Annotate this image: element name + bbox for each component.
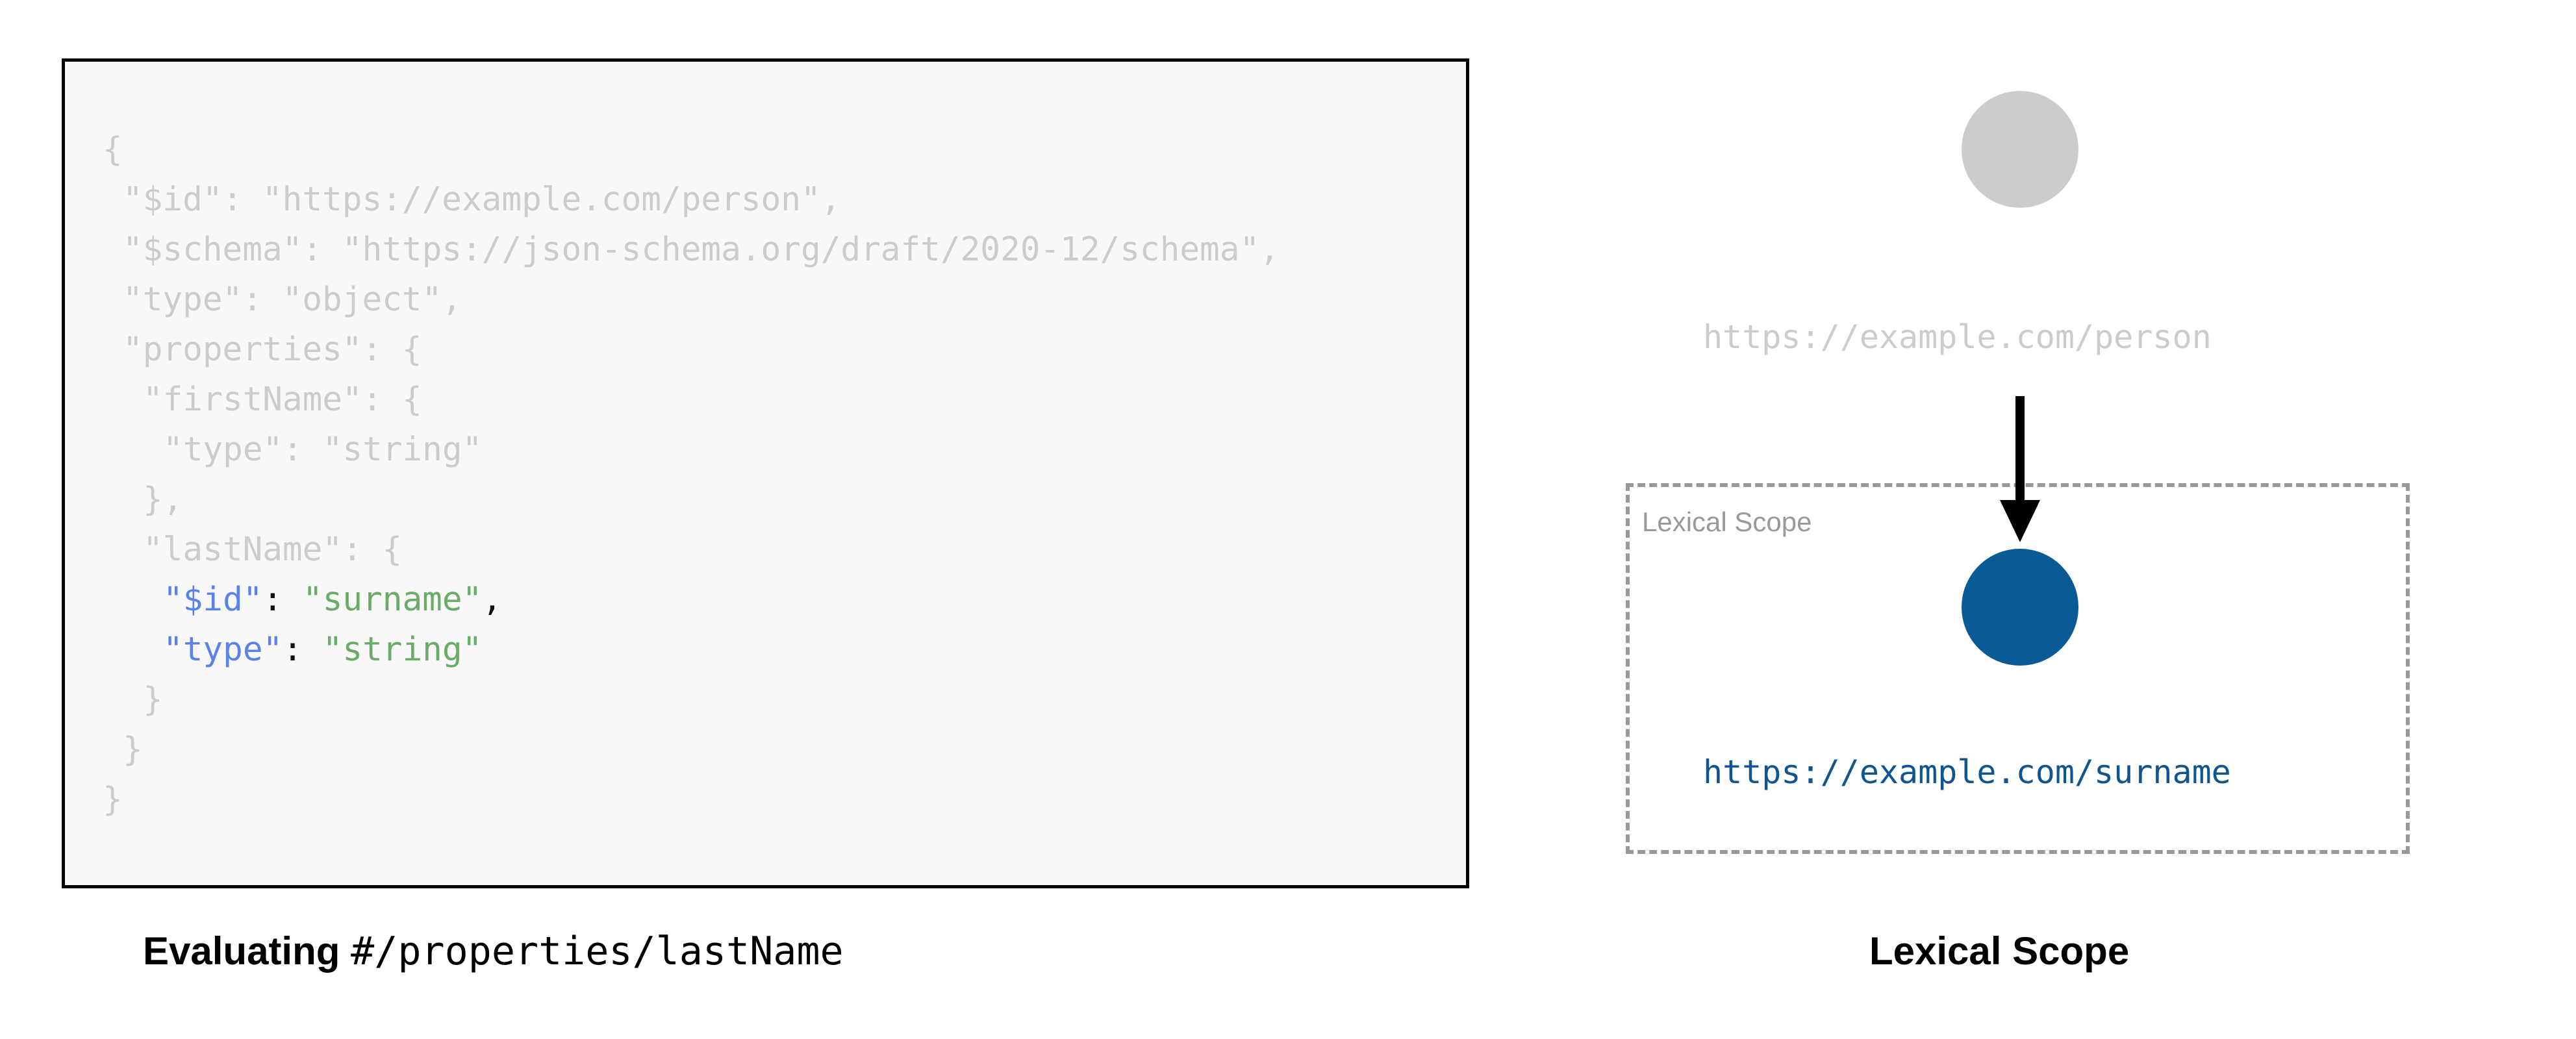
left-caption: Evaluating #/properties/lastName — [143, 929, 844, 974]
code-token: }, — [143, 481, 183, 519]
code-line: "$schema": "https://json-schema.org/draf… — [103, 225, 1459, 275]
code-token: { — [103, 131, 123, 169]
code-token: "properties": { — [123, 331, 422, 369]
code-token: , — [482, 581, 503, 619]
code-line: } — [103, 675, 1459, 725]
code-line: }, — [103, 475, 1459, 525]
code-token: } — [143, 681, 163, 719]
code-line: "lastName": { — [103, 525, 1459, 575]
code-line: "$id": "surname", — [103, 575, 1459, 625]
code-token: "lastName": { — [143, 531, 403, 569]
inner-schema-node-circle — [1962, 549, 2078, 666]
lexical-scope-box-label: Lexical Scope — [1642, 507, 1812, 537]
code-line: "properties": { — [103, 325, 1459, 375]
code-token: : — [262, 581, 303, 619]
code-token: "$schema": "https://json-schema.org/draf… — [123, 231, 1280, 269]
code-token: "type": "object", — [123, 281, 462, 319]
left-caption-pointer: #/properties/lastName — [351, 929, 844, 974]
code-token: "$id" — [163, 581, 263, 619]
right-caption: Lexical Scope — [1869, 929, 2130, 973]
code-block-panel: {"$id": "https://example.com/person", "$s… — [62, 58, 1469, 888]
json-schema-code: {"$id": "https://example.com/person", "$s… — [103, 125, 1459, 825]
code-token: "surname" — [302, 581, 483, 619]
code-token: "$id": "https://example.com/person", — [123, 181, 841, 219]
code-token: } — [103, 781, 123, 819]
code-line: } — [103, 725, 1459, 775]
code-token: : — [283, 631, 323, 669]
code-line: { — [103, 125, 1459, 175]
code-token: "type": "string" — [163, 431, 483, 469]
code-token: } — [123, 731, 143, 769]
lexical-scope-diagram: Lexical Scope https://example.com/person… — [1546, 52, 2520, 896]
code-line: "type": "string" — [103, 425, 1459, 475]
down-arrow-icon — [2000, 396, 2040, 542]
code-line: "$id": "https://example.com/person", — [103, 175, 1459, 225]
code-line: "firstName": { — [103, 375, 1459, 425]
code-line: "type": "string" — [103, 625, 1459, 675]
code-token: "string" — [322, 631, 483, 669]
outer-schema-node-circle — [1962, 91, 2078, 208]
left-caption-prefix: Evaluating — [143, 929, 351, 973]
code-token: "firstName": { — [143, 381, 422, 419]
outer-schema-node-label: https://example.com/person — [1703, 318, 2212, 356]
code-line: } — [103, 775, 1459, 825]
code-line: "type": "object", — [103, 275, 1459, 325]
inner-schema-node-label: https://example.com/surname — [1703, 753, 2231, 791]
code-token: "type" — [163, 631, 283, 669]
